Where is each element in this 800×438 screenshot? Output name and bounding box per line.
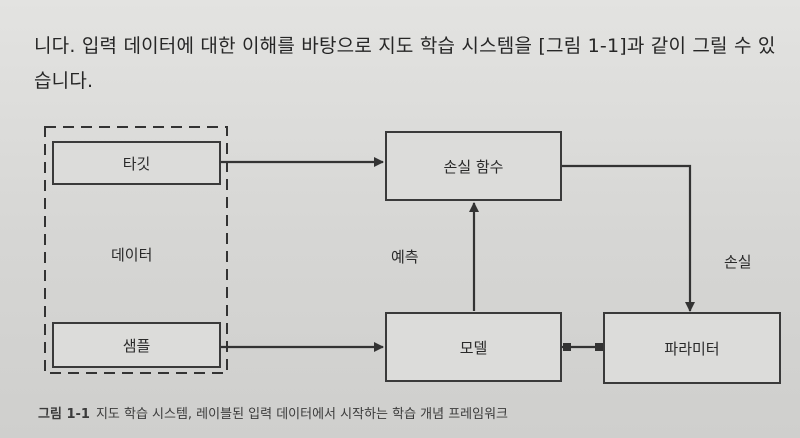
data-group-dashed-border [44, 126, 228, 374]
caption-text: 지도 학습 시스템, 레이블된 입력 데이터에서 시작하는 학습 개념 프레임워… [95, 407, 509, 422]
sample-label: 샘플 [122, 336, 151, 355]
model-label: 모델 [459, 338, 488, 357]
arrow-loss-to-parameters [562, 164, 695, 312]
parameters-box: 파라미터 [603, 312, 781, 384]
body-text-line-2: 습니다. [34, 70, 94, 92]
loss-function-label: 손실 함수 [443, 157, 504, 176]
model-box: 모델 [385, 312, 562, 382]
link-end-square-right [595, 343, 603, 351]
target-label: 타깃 [122, 154, 151, 173]
link-end-square-left [563, 343, 571, 351]
prediction-label: 예측 [391, 248, 419, 266]
loss-function-box: 손실 함수 [385, 131, 562, 201]
data-group-label: 데이터 [111, 246, 153, 264]
body-text-line-1: 니다. 입력 데이터에 대한 이해를 바탕으로 지도 학습 시스템을 [그림 1… [34, 35, 776, 57]
caption-number: 그림 1-1 [38, 407, 90, 422]
target-box: 타깃 [52, 141, 221, 185]
parameters-label: 파라미터 [664, 339, 720, 358]
figure-caption: 그림 1-1 지도 학습 시스템, 레이블된 입력 데이터에서 시작하는 학습 개… [38, 403, 508, 422]
loss-label: 손실 [724, 253, 752, 271]
sample-box: 샘플 [52, 322, 221, 368]
